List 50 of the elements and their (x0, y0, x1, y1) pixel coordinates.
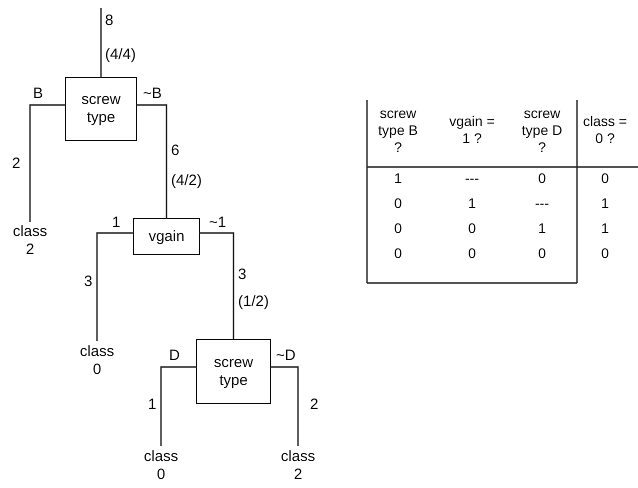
tree-branch (160, 366, 196, 446)
decision-box (133, 218, 200, 255)
table-cell-text: 0 (537, 245, 547, 262)
tree-branch (96, 232, 133, 341)
table-cell-text: 0 (467, 220, 477, 237)
branch-label: 1 (112, 214, 120, 231)
tree-branch (200, 232, 234, 339)
table-cell-text: 0 (537, 170, 547, 187)
branch-label: ~B (143, 85, 162, 102)
leaf-label: class 0 (80, 343, 114, 379)
edge-label: 3 (84, 273, 94, 291)
table-cell-text: 0 (393, 245, 403, 262)
table-cell-text: --- (534, 195, 550, 212)
branch-label: ~D (276, 347, 296, 364)
table-cell-text: 1 (537, 220, 547, 237)
tree-branch (137, 104, 168, 218)
tree-branch (29, 104, 65, 222)
leaf-label: class 2 (12, 223, 48, 259)
node-text: vgain (148, 228, 184, 246)
node-text: screw type (81, 91, 121, 127)
decision-box (65, 77, 137, 141)
edge-label: 3 (1/2) (238, 265, 270, 312)
table-cell-text: 1 (600, 195, 610, 212)
tree-branch (271, 366, 299, 446)
decision-box (196, 339, 271, 404)
table-cell-text: 0 (467, 245, 477, 262)
table-cell-text: 0 (600, 170, 610, 187)
table-cell-text: 1 (600, 220, 610, 237)
table-cell-text: 0 (393, 195, 403, 212)
table-cell-text: 0 (600, 245, 610, 262)
leaf-label: class 0 (144, 448, 178, 484)
branch-label: ~1 (209, 214, 226, 231)
edge-label: 2 (310, 396, 320, 414)
table-cell-text: 0 (393, 220, 403, 237)
edge-label: 2 (12, 155, 22, 173)
table-cell-text: 1 (393, 170, 403, 187)
tree-branch (100, 8, 102, 77)
column-header: screw type B ? (377, 104, 419, 156)
edge-label: 1 (148, 396, 158, 414)
column-header: class = 0 ? (583, 112, 627, 148)
column-header: screw type D ? (520, 104, 564, 156)
branch-label: B (33, 85, 44, 102)
edge-label: 6 (4/2) (171, 141, 203, 191)
branch-label: D (169, 347, 180, 364)
edge-label: 8 (4/4) (105, 11, 137, 65)
leaf-label: class 2 (280, 448, 316, 484)
table-cell-text: 1 (467, 195, 477, 212)
table-cell-text: --- (464, 170, 480, 187)
node-text: screw type (214, 354, 254, 390)
column-header: vgain = 1 ? (449, 112, 495, 148)
